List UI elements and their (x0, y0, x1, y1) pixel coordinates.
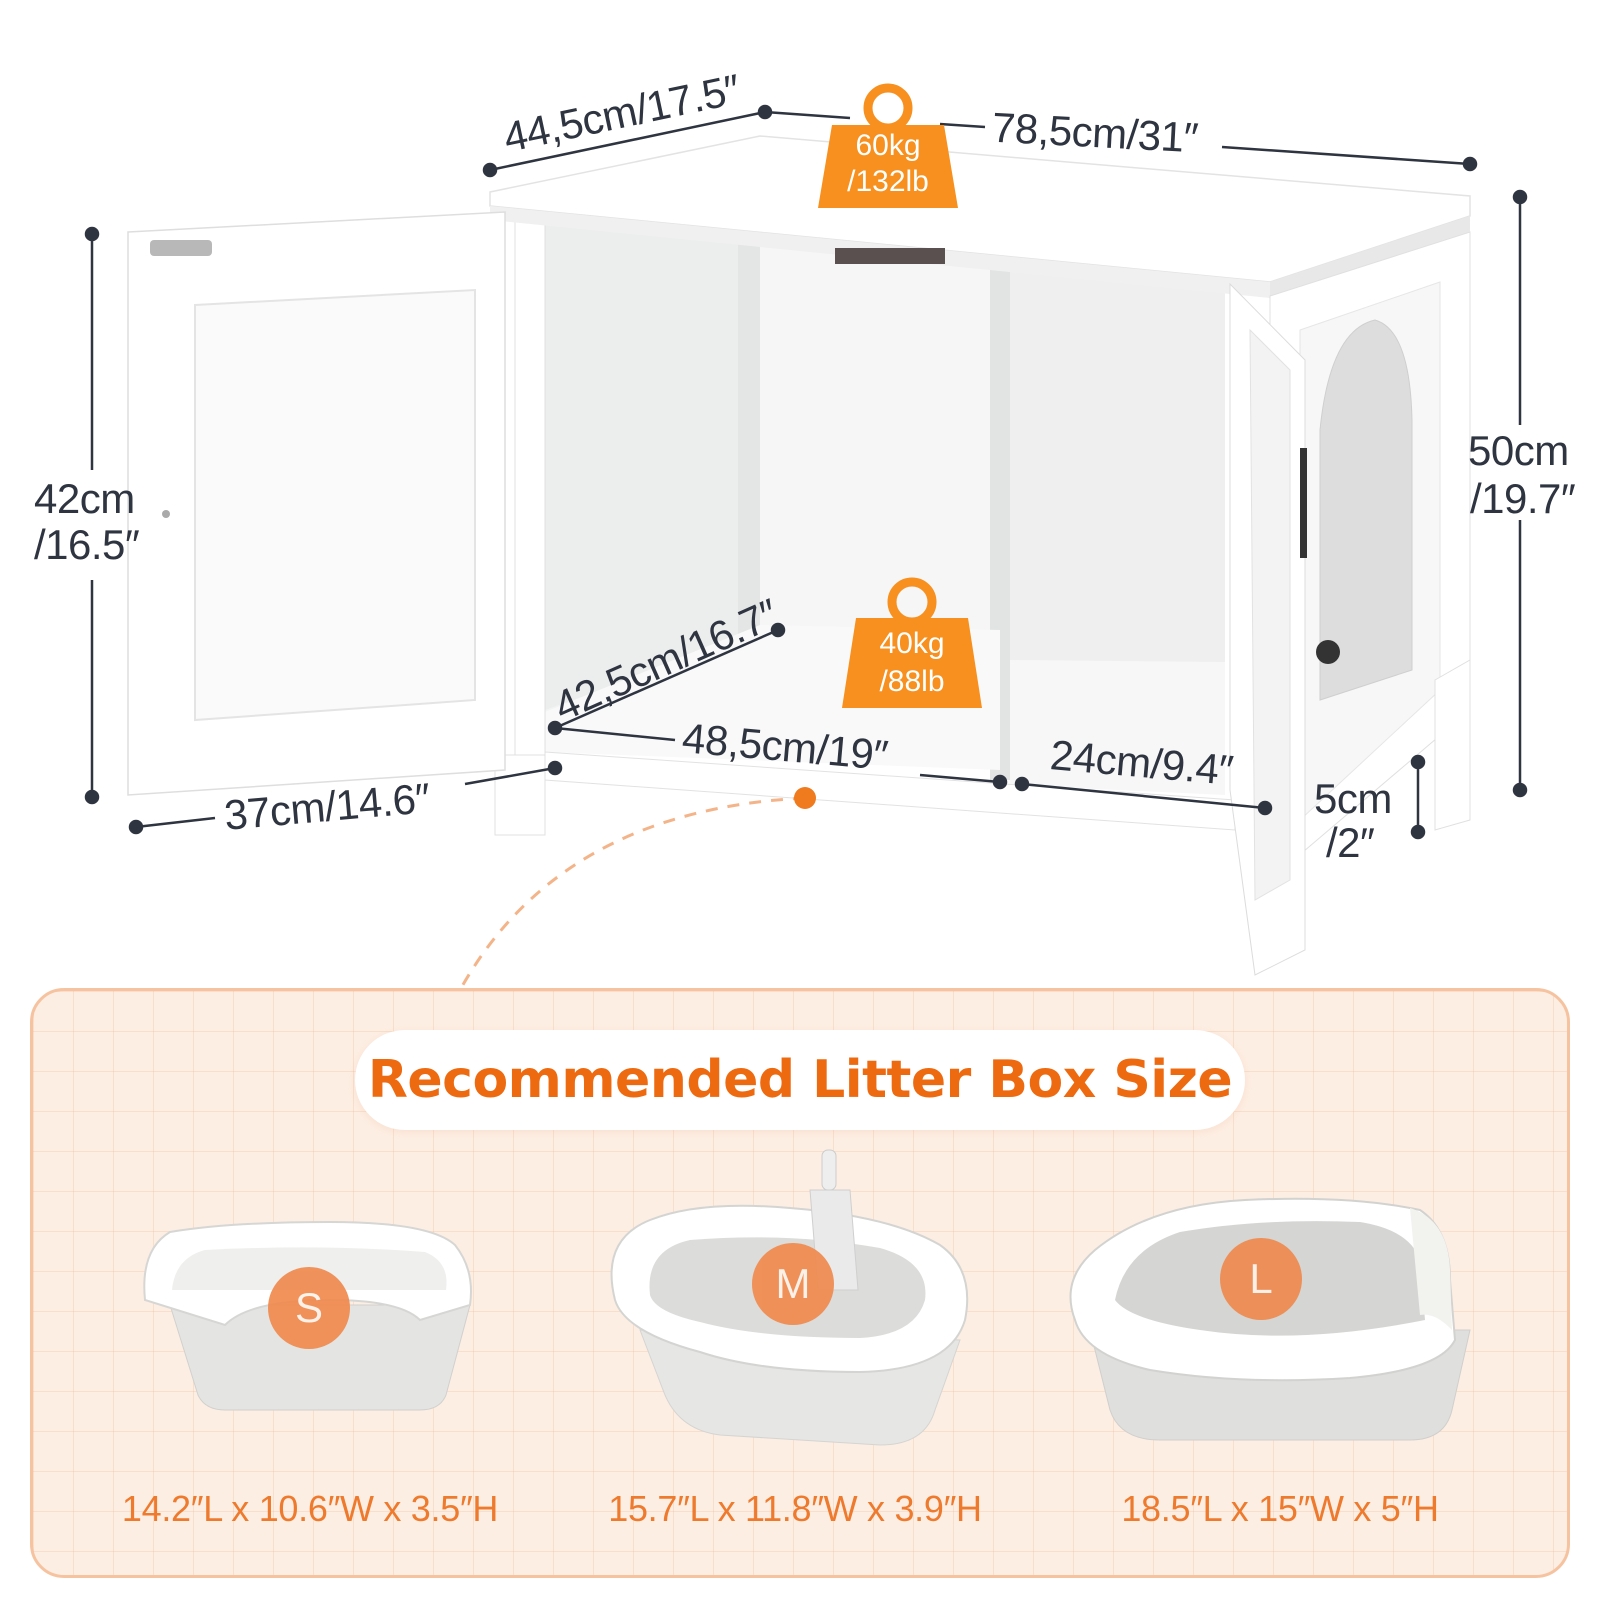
section-title: Recommended Litter Box Size (367, 1050, 1233, 1110)
leg-height-in-label: /2″ (1326, 819, 1375, 866)
weight-icon-shelf (842, 577, 982, 708)
title-pill: Recommended Litter Box Size (355, 1030, 1245, 1130)
total-height-cm-label: 50cm (1468, 427, 1569, 474)
top-width-label: 78,5cm/31″ (990, 103, 1200, 162)
litter-box-m-dimensions: 15.7″L x 11.8″W x 3.9″H (608, 1488, 982, 1529)
top-weight-line2: /132lb (847, 165, 929, 198)
size-badge-m: M (752, 1243, 834, 1325)
leg-height-cm-label: 5cm (1314, 775, 1392, 822)
litter-box-large (1069, 1197, 1471, 1441)
top-weight-line1: 60kg (855, 129, 921, 162)
size-badge-l: L (1220, 1238, 1302, 1320)
litter-box-l-dimensions: 18.5″L x 15″W x 5″H (1121, 1488, 1439, 1529)
litter-boxes-illustration (143, 1149, 1471, 1446)
total-height-in-label: /19.7″ (1470, 475, 1576, 522)
door-height-in-label: /16.5″ (34, 521, 140, 568)
door-height-cm-label: 42cm (34, 475, 135, 522)
cabinet-illustration (84, 83, 1528, 990)
weight-icon-top (818, 83, 958, 208)
shelf-weight-line1: 40kg (879, 627, 945, 660)
size-badge-s: S (268, 1267, 350, 1349)
litter-box-s-dimensions: 14.2″L x 10.6″W x 3.5″H (121, 1488, 499, 1529)
shelf-weight-line2: /88lb (879, 665, 945, 698)
